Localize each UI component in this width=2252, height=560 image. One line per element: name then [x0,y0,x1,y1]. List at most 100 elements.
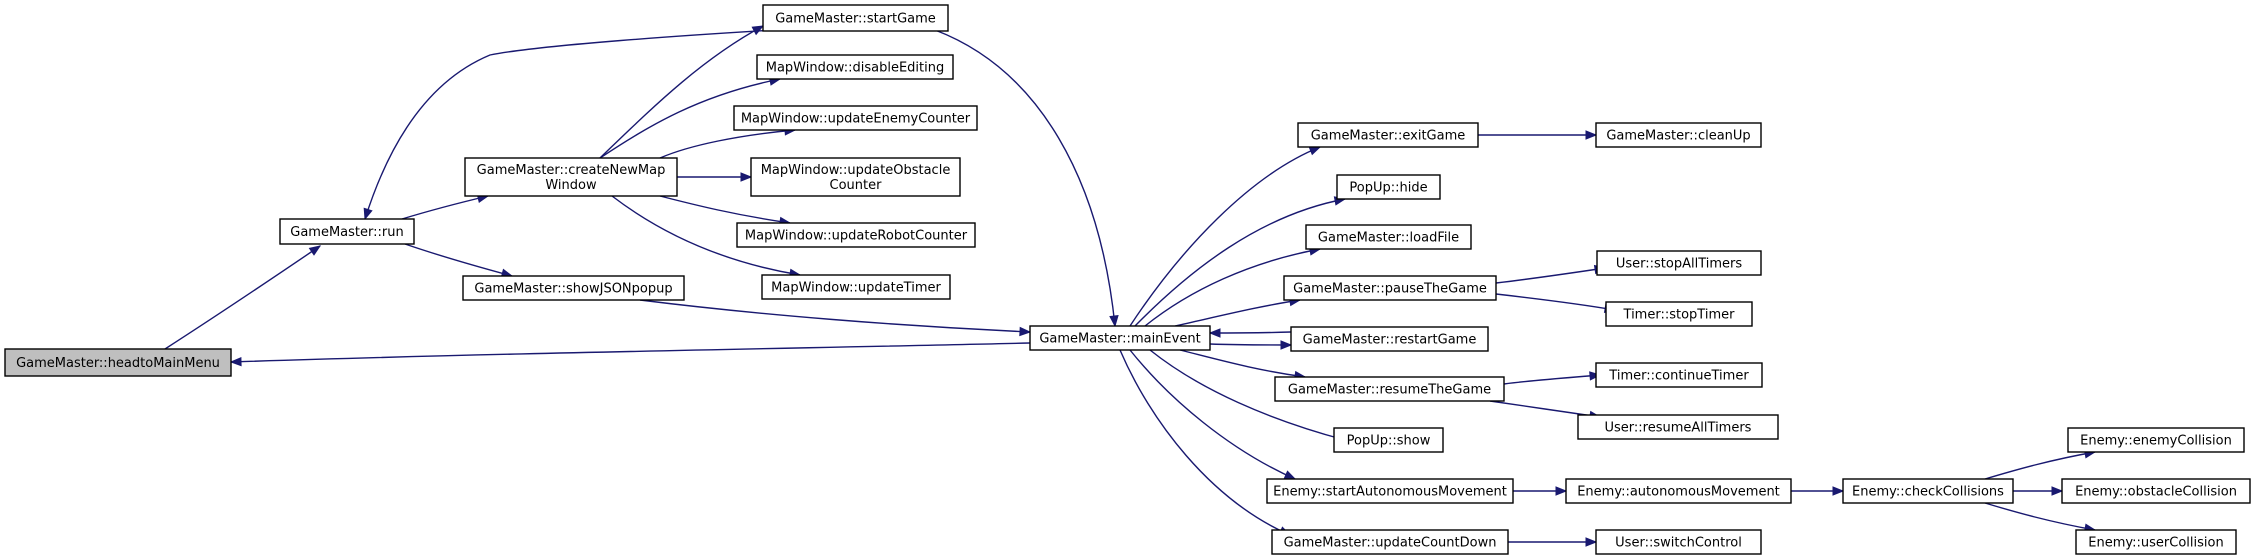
edge-checkCollisions-to-userCollision [1984,502,2097,533]
node-updateCountDown[interactable]: GameMaster::updateCountDown [1271,529,1509,555]
node-popupShow[interactable]: PopUp::show [1333,427,1444,453]
node-label: Enemy::checkCollisions [1852,485,2004,500]
arrowhead [363,207,373,221]
node-label: PopUp::hide [1349,181,1427,196]
node-box [1595,529,1762,555]
edge-startGame-to-mainEvent [934,29,1119,328]
node-label: Enemy::obstacleCollision [2075,485,2237,500]
node-showJSONpopup[interactable]: GameMaster::showJSONpopup [462,275,685,301]
edges-layer [164,25,2097,547]
arrowhead [740,172,753,182]
node-headtoMainMenu[interactable]: GameMaster::headtoMainMenu [4,348,232,377]
arrowhead [229,356,242,367]
node-updateTimer[interactable]: MapWindow::updateTimer [761,274,951,300]
edge-updateCountDown-to-switchControl [1508,537,1598,547]
arrowhead [1109,315,1119,328]
edge-exitGame-to-cleanUp [1478,130,1598,140]
node-startGame[interactable]: GameMaster::startGame [762,4,949,32]
node-box [750,157,961,197]
node-stopTimer[interactable]: Timer::stopTimer [1605,301,1753,327]
node-label: User::switchControl [1615,536,1742,551]
node-run[interactable]: GameMaster::run [279,218,415,245]
node-mainEvent[interactable]: GameMaster::mainEvent [1029,325,1211,351]
arrowhead [1585,130,1598,140]
edge-showJSONpopup-to-mainEvent [639,299,1032,337]
node-label: User::resumeAllTimers [1605,421,1752,436]
edge-pauseTheGame-to-stopTimer [1495,293,1617,313]
edge-startGame-to-run [363,29,776,221]
node-exitGame[interactable]: GameMaster::exitGame [1297,122,1479,148]
node-box [1605,301,1753,327]
node-obstacleCollision[interactable]: Enemy::obstacleCollision [2061,478,2251,504]
node-label: GameMaster::updateCountDown [1284,536,1497,551]
node-box [1266,478,1514,504]
node-box [1029,325,1211,351]
node-label: GameMaster::pauseTheGame [1293,282,1487,297]
node-box [1336,174,1441,200]
edge-run-to-createNewMapWindow [401,193,490,220]
node-box [1290,326,1489,352]
node-autonomousMovement[interactable]: Enemy::autonomousMovement [1565,478,1792,504]
node-box [1595,362,1763,388]
node-label: PopUp::show [1347,434,1431,449]
edge-mainEvent-to-resumeTheGame [1179,349,1307,381]
node-stopAllTimers[interactable]: User::stopAllTimers [1596,250,1762,276]
edge-mainEvent-to-popupHide [1134,196,1347,327]
edge-headtoMainMenu-to-run [164,245,322,350]
node-box [4,348,232,377]
node-box [1596,250,1762,276]
node-label: GameMaster::resumeTheGame [1288,383,1491,398]
edge-resumeTheGame-to-continueTimer [1503,371,1602,385]
node-updateRobotCounter[interactable]: MapWindow::updateRobotCounter [736,222,976,248]
node-label: MapWindow::disableEditing [766,61,944,76]
node-enemyCollision[interactable]: Enemy::enemyCollision [2067,427,2245,453]
node-resumeTheGame[interactable]: GameMaster::resumeTheGame [1274,376,1505,402]
node-restartGame[interactable]: GameMaster::restartGame [1290,326,1489,352]
node-continueTimer[interactable]: Timer::continueTimer [1595,362,1763,388]
edge-autonomousMovement-to-checkCollisions [1791,486,1845,496]
node-updateEnemyCounter[interactable]: MapWindow::updateEnemyCounter [733,105,978,131]
node-cleanUp[interactable]: GameMaster::cleanUp [1595,122,1762,148]
node-label: Timer::stopTimer [1623,308,1736,323]
node-box [1283,275,1497,301]
node-box [2061,478,2251,504]
arrowhead [1208,328,1221,338]
edge-createNewMapWindow-to-updateRobotCounter [659,195,792,227]
node-box [1333,427,1444,453]
node-loadFile[interactable]: GameMaster::loadFile [1305,224,1472,250]
arrowhead [1589,371,1602,381]
node-box [1842,478,2014,504]
node-popupHide[interactable]: PopUp::hide [1336,174,1441,200]
node-box [1274,376,1505,402]
arrowhead [751,25,765,36]
node-userCollision[interactable]: Enemy::userCollision [2075,529,2237,555]
node-box [756,54,954,80]
node-disableEditing[interactable]: MapWindow::disableEditing [756,54,954,80]
node-label: GameMaster::run [290,225,403,240]
node-label: GameMaster::mainEvent [1039,332,1200,347]
node-box [1565,478,1792,504]
node-startAutonomousMovement[interactable]: Enemy::startAutonomousMovement [1266,478,1514,504]
node-label: MapWindow::updateTimer [771,281,941,296]
edge-run-to-showJSONpopup [404,243,514,278]
edge-checkCollisions-to-enemyCollision [1984,449,2097,480]
node-switchControl[interactable]: User::switchControl [1595,529,1762,555]
node-label: Enemy::startAutonomousMovement [1273,485,1507,500]
node-box [733,105,978,131]
node-box [762,4,949,32]
edge-checkCollisions-to-obstacleCollision [2013,486,2064,496]
node-resumeAllTimers[interactable]: User::resumeAllTimers [1577,414,1779,440]
arrowhead [1555,486,1568,496]
node-label: MapWindow::updateObstacle [761,163,951,178]
node-pauseTheGame[interactable]: GameMaster::pauseTheGame [1283,275,1497,301]
node-checkCollisions[interactable]: Enemy::checkCollisions [1842,478,2014,504]
edge-mainEvent-to-restartGame [1209,340,1293,350]
node-box [1577,414,1779,440]
arrowhead [1019,326,1032,337]
node-label: User::stopAllTimers [1616,257,1743,272]
node-box [736,222,976,248]
node-label: GameMaster::startGame [775,12,936,27]
